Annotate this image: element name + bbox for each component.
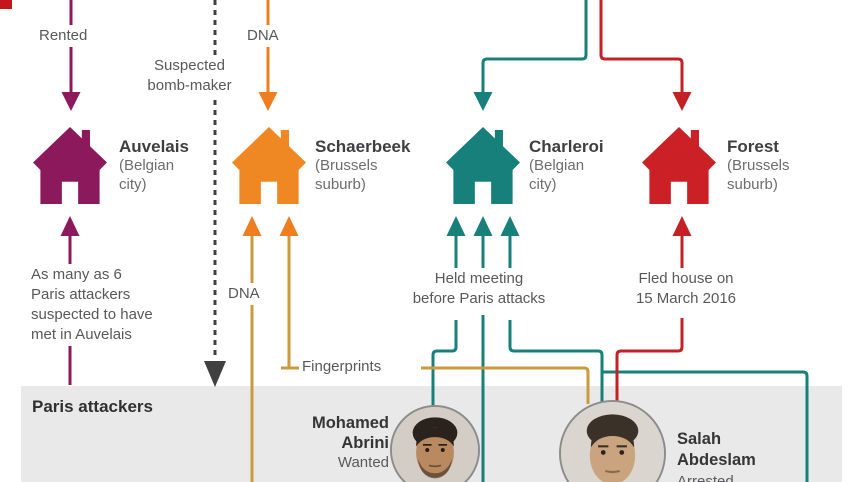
label-line: Suspected xyxy=(154,57,225,74)
label-dna-bottom: DNA xyxy=(225,283,263,305)
house-sub: (Belgian xyxy=(119,157,175,174)
label-rented: Rented xyxy=(36,25,91,47)
photo-abrini xyxy=(390,405,480,482)
house-icon-auvelais xyxy=(33,127,107,204)
house-sub: suburb) xyxy=(727,176,778,193)
house-name: Schaerbeek xyxy=(315,137,411,156)
house-sub: (Brussels xyxy=(315,157,378,174)
label-fingerprints: Fingerprints xyxy=(299,356,385,378)
house-sub: city) xyxy=(119,176,147,193)
person-first-name: Salah xyxy=(677,430,722,448)
orange-arrowheads xyxy=(242,92,299,236)
label-line: 15 March 2016 xyxy=(635,290,737,307)
forest-connectors xyxy=(599,0,684,402)
house-sub: (Brussels xyxy=(727,157,790,174)
house-name: Forest xyxy=(727,137,779,156)
house-sub: suburb) xyxy=(315,176,366,193)
abrini-portrait xyxy=(392,407,478,482)
person-first-name: Mohamed xyxy=(311,414,389,432)
arrow-down-icon xyxy=(204,361,226,387)
house-sub: (Belgian xyxy=(529,157,585,174)
label-dna-top: DNA xyxy=(244,25,282,47)
label-line: Held meeting xyxy=(434,270,524,287)
house-label-auvelais: Auvelais (Belgian city) xyxy=(119,137,189,194)
cropped-red-bar xyxy=(0,0,12,9)
house-label-schaerbeek: Schaerbeek (Brussels suburb) xyxy=(315,137,410,194)
label-held-meeting: Held meeting before Paris attacks xyxy=(381,268,577,315)
label-line: As many as 6 xyxy=(31,266,122,283)
label-line: suspected to have xyxy=(31,306,153,323)
charleroi-connectors xyxy=(431,0,809,482)
house-label-charleroi: Charleroi (Belgian city) xyxy=(529,137,604,194)
label-line: before Paris attacks xyxy=(412,290,546,307)
label-line: bomb-maker xyxy=(147,77,232,94)
label-suspected-bombmaker: Suspected bomb-maker xyxy=(127,55,252,97)
person-status: Arrested xyxy=(677,473,734,482)
label-met-in-auvelais: As many as 6 Paris attackers suspected t… xyxy=(28,264,156,346)
person-abdeslam: Salah Abdeslam Arrested xyxy=(677,429,756,482)
label-line: met in Auvelais xyxy=(31,326,132,343)
house-icon-forest xyxy=(642,127,716,204)
label-fled-house: Fled house on 15 March 2016 xyxy=(610,268,762,313)
house-icon-schaerbeek xyxy=(232,127,306,204)
house-sub: city) xyxy=(529,176,557,193)
red-arrowheads xyxy=(672,92,692,236)
house-name: Auvelais xyxy=(119,137,189,156)
teal-arrowheads xyxy=(446,92,520,236)
person-last-name: Abdeslam xyxy=(677,451,756,469)
person-status: Wanted xyxy=(337,454,389,471)
section-title: Paris attackers xyxy=(32,397,153,416)
house-name: Charleroi xyxy=(529,137,604,156)
house-label-forest: Forest (Brussels suburb) xyxy=(727,137,790,194)
evidence-connectors xyxy=(250,232,590,482)
house-icon-charleroi xyxy=(446,127,520,204)
purple-arrowheads xyxy=(60,92,81,236)
person-last-name: Abrini xyxy=(341,434,389,452)
label-line: Paris attackers xyxy=(31,286,131,303)
abdeslam-portrait xyxy=(561,402,664,482)
person-abrini: Mohamed Abrini Wanted xyxy=(269,413,389,473)
photo-abdeslam xyxy=(559,400,666,482)
label-line: Fled house on xyxy=(638,270,734,287)
